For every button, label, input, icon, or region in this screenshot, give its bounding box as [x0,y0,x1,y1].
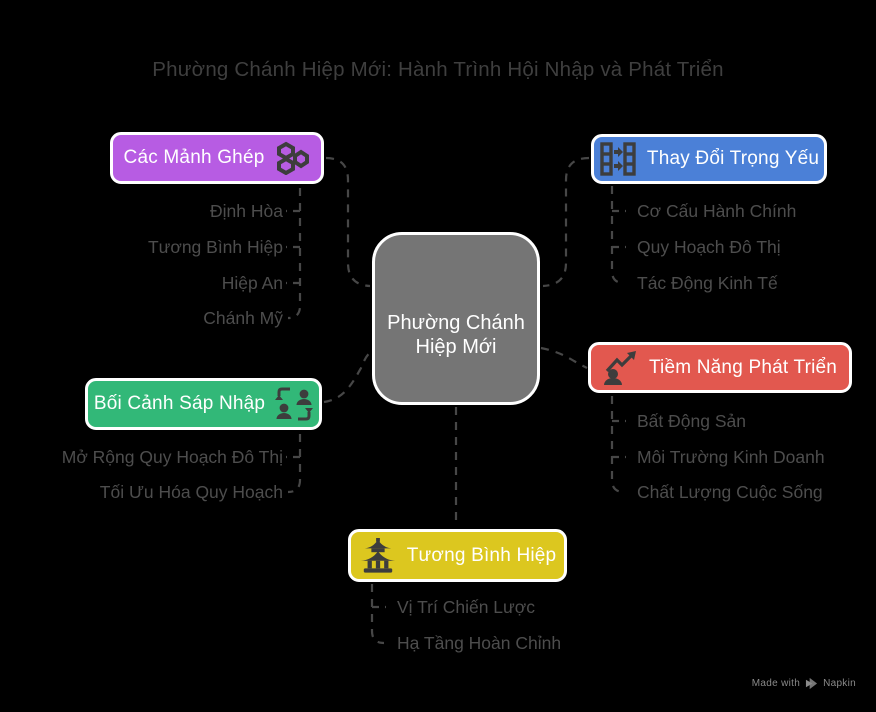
center-node[interactable]: Phường Chánh Hiệp Mới [372,232,540,405]
list-item[interactable]: Định Hòa [210,201,283,221]
list-item[interactable]: Hiệp An [221,273,283,293]
branch-label: Tiềm Năng Phát Triển [648,356,838,378]
branch-node-thay-doi-trong-yeu[interactable]: Thay Đổi Trọng Yếu [591,134,827,184]
list-item[interactable]: Quy Hoạch Đô Thị [637,237,781,257]
napkin-logo-icon [805,677,818,690]
list-item[interactable]: Vị Trí Chiến Lược [397,597,535,617]
napkin-brand-label: Napkin [823,678,856,689]
branch-node-boi-canh-sap-nhap[interactable]: Bối Cảnh Sáp Nhập [85,378,322,430]
branch-node-cac-manh-ghep[interactable]: Các Mảnh Ghép [110,132,324,184]
people-exchange-icon [275,386,314,422]
list-item[interactable]: Chất Lượng Cuộc Sống [637,482,823,502]
hexagons-icon [274,141,310,175]
list-item[interactable]: Môi Trường Kinh Doanh [637,447,825,467]
list-item[interactable]: Mở Rộng Quy Hoạch Đô Thị [61,447,283,467]
branch-node-tuong-binh-hiep[interactable]: Tương Bình Hiệp [348,529,567,582]
growth-person-icon [603,350,639,386]
made-with-label: Made with [751,678,801,689]
branch-node-tiem-nang-phat-trien[interactable]: Tiềm Năng Phát Triển [588,342,852,393]
list-item[interactable]: Chánh Mỹ [203,308,283,328]
made-with-napkin[interactable]: Made with Napkin [752,677,856,690]
columns-transfer-icon [599,142,637,176]
diagram-title: Phường Chánh Hiệp Mới: Hành Trình Hội Nh… [152,58,724,81]
list-item[interactable]: Tác Động Kinh Tế [637,273,778,293]
list-item[interactable]: Hạ Tầng Hoàn Chỉnh [397,633,562,653]
list-item[interactable]: Tối Ưu Hóa Quy Hoạch [99,482,283,502]
list-item[interactable]: Cơ Cấu Hành Chính [637,201,797,221]
branch-label: Các Mảnh Ghép [123,147,265,168]
list-item[interactable]: Bất Động Sản [637,411,746,431]
branch-label: Tương Bình Hiệp [406,544,557,566]
branch-label: Bối Cảnh Sáp Nhập [93,393,266,414]
center-node-label: Phường Chánh Hiệp Mới [387,312,525,358]
pagoda-icon [359,537,397,574]
branch-label: Thay Đổi Trọng Yếu [646,148,820,169]
list-item[interactable]: Tương Bình Hiệp [147,237,283,257]
